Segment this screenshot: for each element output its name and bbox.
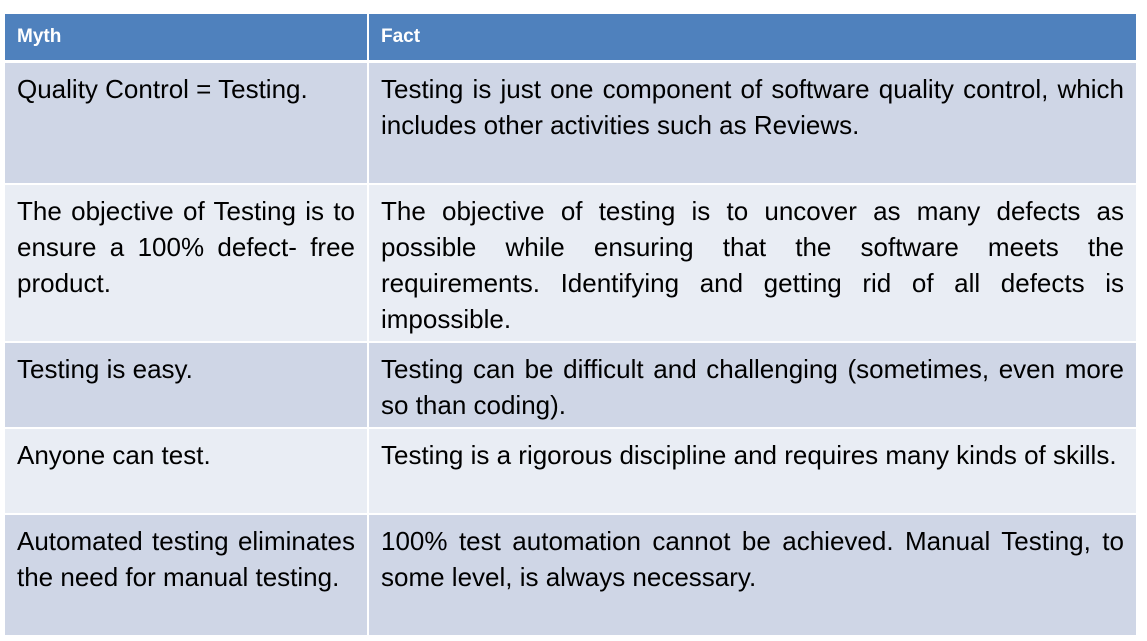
column-header-myth: Myth xyxy=(5,14,369,63)
myth-fact-table: Myth Fact Quality Control = Testing. Tes… xyxy=(5,14,1136,635)
table-row: Quality Control = Testing. Testing is ju… xyxy=(5,61,1136,185)
myth-cell: Automated testing eliminates the need fo… xyxy=(5,514,369,635)
myth-cell: The objective of Testing is to ensure a … xyxy=(5,184,369,343)
fact-cell: Testing is a rigorous discipline and req… xyxy=(368,428,1136,515)
fact-cell: The objective of testing is to uncover a… xyxy=(368,184,1136,343)
fact-cell: 100% test automation cannot be achieved.… xyxy=(368,514,1136,635)
myth-cell: Testing is easy. xyxy=(5,342,369,429)
table-row: Anyone can test. Testing is a rigorous d… xyxy=(5,428,1136,515)
fact-cell: Testing is just one component of softwar… xyxy=(368,61,1136,185)
column-header-fact: Fact xyxy=(368,14,1136,63)
fact-cell: Testing can be difficult and challenging… xyxy=(368,342,1136,429)
table-row: Automated testing eliminates the need fo… xyxy=(5,514,1136,635)
myth-cell: Quality Control = Testing. xyxy=(5,61,369,185)
table-header-row: Myth Fact xyxy=(5,14,1136,63)
myth-cell: Anyone can test. xyxy=(5,428,369,515)
table-row: Testing is easy. Testing can be difficul… xyxy=(5,342,1136,429)
table-row: The objective of Testing is to ensure a … xyxy=(5,184,1136,343)
